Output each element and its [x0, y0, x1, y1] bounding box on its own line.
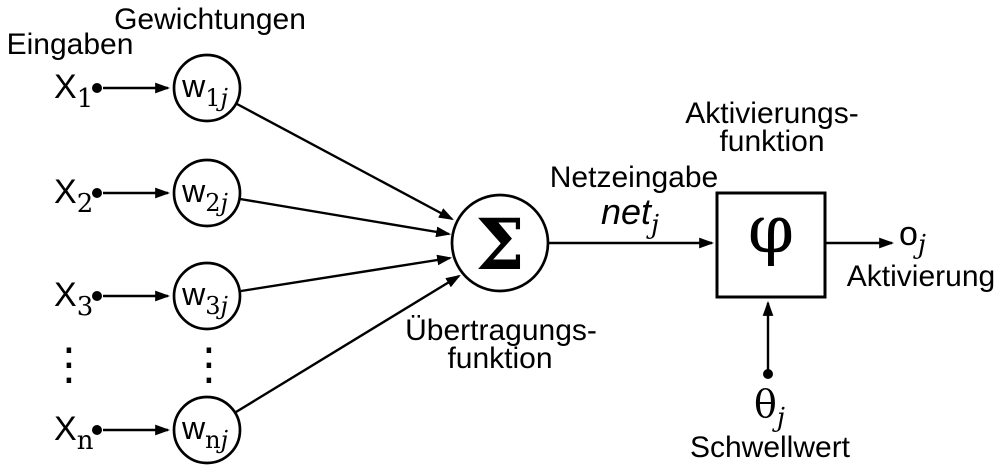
inputs-ellipsis: ⋮: [47, 339, 91, 390]
input-x1-label: X1: [54, 68, 93, 114]
input-x2-label: X2: [54, 173, 93, 219]
connector-w2j-sum: [239, 197, 452, 238]
weight-wnj-label: wnj: [181, 410, 229, 454]
sum-node-circle: [450, 193, 550, 293]
input-row-3: X3 w3j: [54, 261, 242, 331]
activation-output-label: Aktivierung: [847, 260, 995, 293]
net-input-label: Netzeingabe: [550, 161, 718, 194]
connector-wnj-sum: [235, 274, 461, 414]
phi-symbol: φ: [748, 191, 794, 268]
input-dot: [92, 83, 102, 93]
threshold-dot: [763, 369, 773, 379]
threshold-label: Schwellwert: [690, 431, 851, 464]
sum-node: Σ: [450, 193, 550, 293]
weight-w3j-label: w3j: [181, 276, 228, 320]
connector-w3j-sum: [240, 254, 453, 293]
weight-w2j-label: w2j: [181, 173, 228, 217]
input-dot: [92, 425, 102, 435]
output-symbol: oj: [899, 215, 926, 260]
net-input-symbol: netj: [601, 191, 659, 240]
input-row-1: X1 w1j: [54, 53, 242, 123]
sigma-symbol: Σ: [475, 203, 525, 286]
weight-node-circle: [172, 53, 242, 123]
activation-function-label-line1: Aktivierungs-: [685, 97, 858, 130]
threshold-symbol: θj: [754, 382, 785, 433]
input-xn-label: Xn: [54, 410, 94, 456]
transfer-function-label-line1: Übertragungs-: [405, 314, 597, 347]
activation-function-label-line2: funktion: [719, 125, 824, 158]
input-row-2: X2 w2j: [54, 158, 242, 228]
activation-node: φ: [715, 191, 827, 299]
input-row-n: Xn wnj: [54, 395, 242, 465]
input-dot: [92, 291, 102, 301]
connector-w1j-sum: [236, 102, 454, 221]
inputs-title: Eingaben: [7, 28, 134, 61]
weight-node-circle: [172, 395, 242, 465]
activation-node-box: [715, 191, 827, 299]
weight-w1j-label: w1j: [181, 68, 228, 112]
transfer-function-label-line2: funktion: [447, 342, 552, 375]
weight-node-circle: [172, 261, 242, 331]
weights-title: Gewichtungen: [114, 3, 306, 36]
weights-ellipsis: ⋮: [187, 339, 231, 390]
input-x3-label: X3: [54, 276, 93, 322]
weight-node-circle: [172, 158, 242, 228]
input-dot: [92, 188, 102, 198]
